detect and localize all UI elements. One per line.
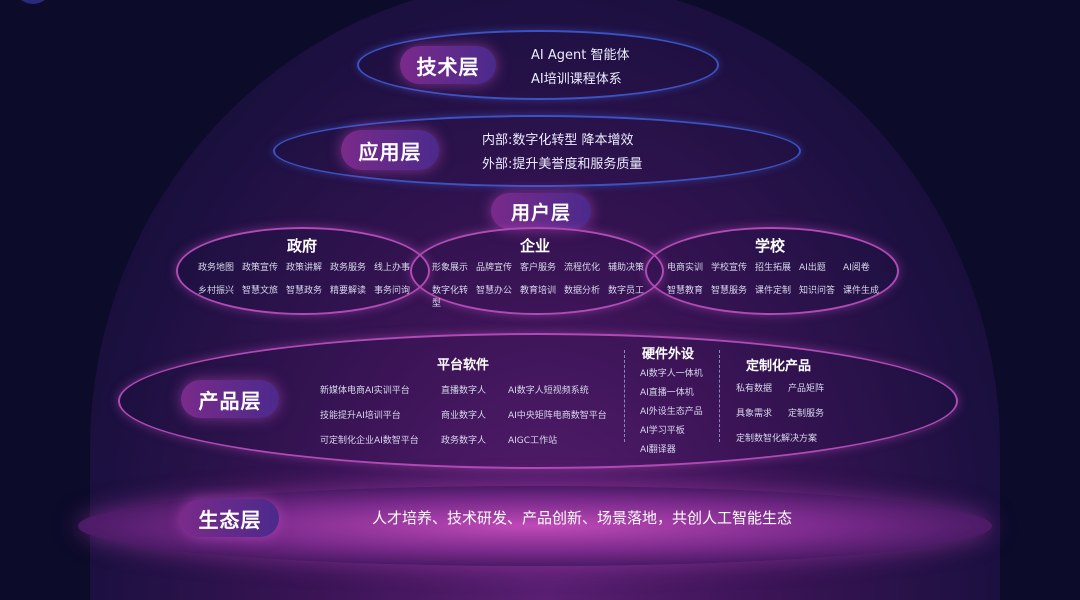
ent-item: 智慧办公 bbox=[476, 286, 513, 296]
platform-col-3: AI数字人短视频系统 AI中央矩阵电商数智平台 AIGC工作站 bbox=[508, 383, 607, 446]
platform-item: 技能提升AI培训平台 bbox=[320, 411, 401, 421]
platform-col-2: 直播数字人 商业数字人 政务数字人 bbox=[441, 383, 486, 446]
school-title: 学校 bbox=[755, 237, 786, 255]
ent-item: 客户服务 bbox=[520, 263, 557, 273]
gov-item: 智慧文旅 bbox=[242, 286, 279, 296]
platform-item: 商业数字人 bbox=[441, 411, 487, 421]
app-layer-ring bbox=[273, 115, 801, 187]
ent-item: 教育培训 bbox=[520, 286, 557, 296]
hardware-item: AI直播一体机 bbox=[640, 388, 694, 398]
platform-item: 直播数字人 bbox=[441, 386, 487, 396]
product-layer-label: 产品层 bbox=[198, 388, 262, 413]
custom-item: 具象需求 bbox=[736, 409, 773, 419]
custom-item: 定制服务 bbox=[788, 409, 825, 419]
user-layer-label: 用户层 bbox=[510, 201, 571, 224]
ent-item: 形象展示 bbox=[432, 263, 469, 273]
school-item: 招生拓展 bbox=[755, 263, 792, 273]
platform-col-1: 新媒体电商AI实训平台 技能提升AI培训平台 可定制化企业AI数智平台 bbox=[320, 383, 419, 446]
ent-item: 数字员工 bbox=[608, 286, 645, 296]
eco-layer-pill: 生态层 bbox=[181, 499, 279, 537]
app-layer-pill: 应用层 bbox=[341, 130, 439, 170]
school-item: 电商实训 bbox=[667, 263, 704, 273]
school-item: 课件定制 bbox=[755, 286, 792, 296]
divider-right bbox=[719, 350, 720, 442]
ent-items: 形象展示 品牌宣传 客户服务 流程优化 辅助决策 数字化转型 智慧办公 教育培训… bbox=[432, 260, 652, 309]
gov-item: 线上办事 bbox=[374, 263, 411, 273]
app-layer-label: 应用层 bbox=[358, 139, 422, 164]
ent-item: 品牌宣传 bbox=[476, 263, 513, 273]
hardware-item: AI翻译器 bbox=[640, 445, 676, 455]
eco-layer-label: 生态层 bbox=[198, 507, 262, 532]
gov-item: 政策讲解 bbox=[286, 263, 323, 273]
app-line-1: 内部:数字化转型 降本增效 bbox=[482, 133, 634, 148]
divider-left bbox=[624, 350, 625, 442]
tech-layer-pill: 技术层 bbox=[400, 46, 496, 84]
product-layer-pill: 产品层 bbox=[181, 380, 279, 418]
platform-item: AI数字人短视频系统 bbox=[508, 386, 589, 396]
tech-layer-ring bbox=[357, 30, 719, 100]
ent-title: 企业 bbox=[520, 237, 551, 255]
hardware-item: AI数字人一体机 bbox=[640, 369, 703, 379]
tech-layer-label: 技术层 bbox=[416, 54, 480, 79]
custom-items: 私有数据 产品矩阵 具象需求 定制服务 定制数智化解决方案 bbox=[736, 381, 840, 444]
platform-title: 平台软件 bbox=[437, 358, 490, 373]
gov-item: 乡村振兴 bbox=[198, 286, 235, 296]
platform-item: 政务数字人 bbox=[441, 436, 487, 446]
platform-item: 可定制化企业AI数智平台 bbox=[320, 436, 419, 446]
hardware-items: AI数字人一体机 AI直播一体机 AI外设生态产品 AI学习平板 AI翻译器 bbox=[640, 366, 703, 455]
ent-item: 数字化转型 bbox=[432, 286, 469, 309]
eco-text: 人才培养、技术研发、产品创新、场景落地，共创人工智能生态 bbox=[372, 509, 793, 527]
custom-item: 定制数智化解决方案 bbox=[736, 434, 818, 444]
custom-item: 私有数据 bbox=[736, 384, 773, 394]
school-item: 学校宣传 bbox=[711, 263, 748, 273]
ent-item: 辅助决策 bbox=[608, 263, 645, 273]
gov-item: 智慧政务 bbox=[286, 286, 323, 296]
platform-item: 新媒体电商AI实训平台 bbox=[320, 386, 410, 396]
app-line-2: 外部:提升美誉度和服务质量 bbox=[482, 157, 643, 172]
gov-item: 事务问询 bbox=[374, 286, 411, 296]
school-item: AI阅卷 bbox=[843, 263, 870, 273]
hardware-item: AI学习平板 bbox=[640, 426, 685, 436]
gov-item: 政策宣传 bbox=[242, 263, 279, 273]
ent-item: 流程优化 bbox=[564, 263, 601, 273]
school-ring bbox=[645, 227, 899, 315]
hardware-item: AI外设生态产品 bbox=[640, 407, 703, 417]
school-item: AI出题 bbox=[799, 263, 826, 273]
custom-title: 定制化产品 bbox=[746, 359, 812, 374]
school-item: 智慧教育 bbox=[667, 286, 704, 296]
platform-item: AIGC工作站 bbox=[508, 436, 558, 446]
gov-item: 精要解读 bbox=[330, 286, 367, 296]
corner-decoration bbox=[18, 0, 48, 4]
platform-item: AI中央矩阵电商数智平台 bbox=[508, 411, 607, 421]
school-item: 知识问答 bbox=[799, 286, 836, 296]
gov-item: 政务地图 bbox=[198, 263, 235, 273]
gov-item: 政务服务 bbox=[330, 263, 367, 273]
product-layer-ring bbox=[118, 333, 958, 469]
school-item: 课件生成 bbox=[843, 286, 880, 296]
user-layer-pill: 用户层 bbox=[491, 193, 591, 229]
custom-item: 产品矩阵 bbox=[788, 384, 825, 394]
school-items: 电商实训 学校宣传 招生拓展 AI出题 AI阅卷 智慧教育 智慧服务 课件定制 … bbox=[667, 260, 887, 296]
tech-line-2: AI培训课程体系 bbox=[531, 72, 622, 87]
tech-line-1: AI Agent 智能体 bbox=[531, 48, 630, 63]
ent-item: 数据分析 bbox=[564, 286, 601, 296]
school-item: 智慧服务 bbox=[711, 286, 748, 296]
gov-title: 政府 bbox=[287, 237, 318, 255]
gov-items: 政务地图 政策宣传 政策讲解 政务服务 线上办事 乡村振兴 智慧文旅 智慧政务 … bbox=[198, 260, 418, 296]
hardware-title: 硬件外设 bbox=[642, 347, 695, 362]
